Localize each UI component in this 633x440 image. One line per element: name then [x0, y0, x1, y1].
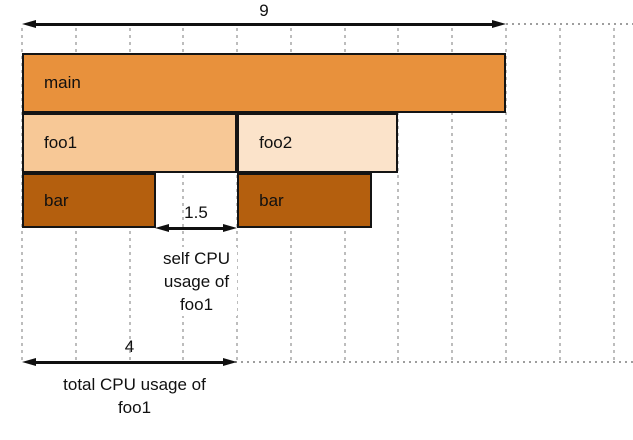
measure-arrow-total-width	[22, 19, 506, 29]
dotted-guide-line-bottom	[235, 361, 633, 363]
arrow-shaft	[31, 23, 497, 26]
dotted-guide-line-top	[506, 23, 633, 25]
arrow-shaft	[31, 361, 228, 364]
arrow-shaft	[164, 227, 228, 230]
gridline	[182, 28, 185, 363]
frame-label: bar	[259, 190, 284, 210]
measure-arrow-self-foo1	[155, 223, 237, 233]
measure-arrow-total-foo1	[22, 357, 237, 367]
gridline	[505, 28, 508, 363]
gridline	[612, 28, 615, 363]
frame-bar-left: bar	[22, 173, 157, 228]
annotation-self-cpu-usage: self CPU usage of foo1	[156, 247, 237, 316]
measure-label-self-foo1: 1.5	[184, 203, 208, 222]
frame-label: bar	[44, 190, 69, 210]
frame-label: foo2	[259, 133, 293, 152]
measure-label-total-foo1: 4	[124, 337, 135, 356]
frame-bar-right: bar	[237, 173, 372, 228]
gridline	[397, 28, 400, 363]
gridline	[451, 28, 454, 363]
frame-foo2: foo2	[237, 113, 399, 173]
arrowhead-left-icon	[155, 223, 169, 232]
arrowhead-right-icon	[223, 223, 237, 232]
measure-label-total-width: 9	[259, 1, 269, 20]
gridline	[558, 28, 561, 363]
arrowhead-right-icon	[492, 19, 506, 28]
arrowhead-right-icon	[223, 357, 237, 366]
arrowhead-left-icon	[22, 19, 36, 28]
frame-label: foo1	[44, 133, 78, 152]
frame-main: main	[22, 53, 507, 113]
annotation-total-cpu-usage: total CPU usage of foo1	[63, 375, 206, 417]
frame-label: main	[44, 73, 81, 92]
arrowhead-left-icon	[22, 357, 36, 366]
frame-foo1: foo1	[22, 113, 238, 173]
